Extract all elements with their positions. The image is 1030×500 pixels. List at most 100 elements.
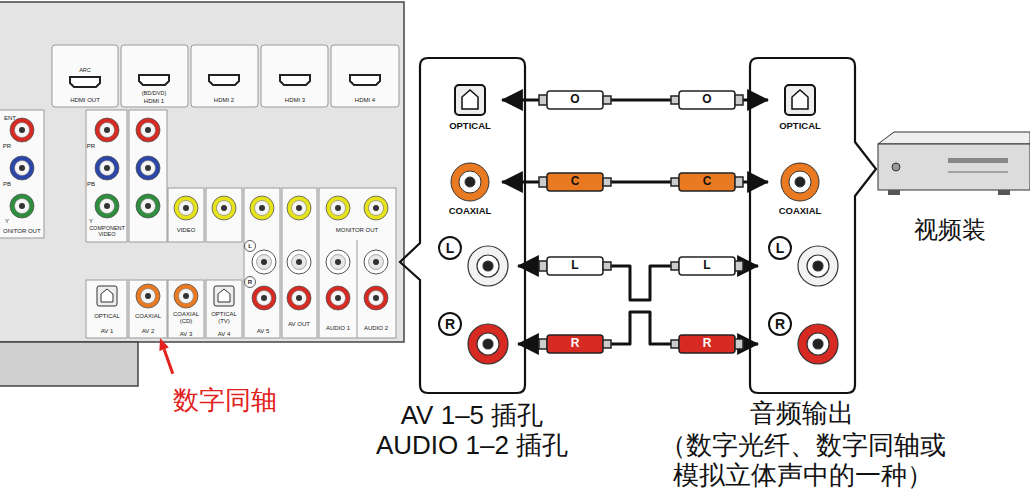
video-device: 视频装 xyxy=(878,132,1030,198)
power-button xyxy=(892,163,900,171)
jack-label: COAXIAL xyxy=(135,313,161,320)
rca-port xyxy=(468,246,508,286)
channel-marker xyxy=(245,277,256,288)
jack-panel: OPTICALCOAXIALLRAV 1–5 插孔 AUDIO 1–2 插孔 xyxy=(420,58,525,393)
port-label: HDMI 4 xyxy=(355,97,375,104)
plug-letter: L xyxy=(703,259,710,272)
rca-port xyxy=(813,339,823,349)
section-label: MONITOR OUT xyxy=(336,227,379,234)
device-trim xyxy=(948,172,1008,173)
jack-label: PB xyxy=(87,181,95,188)
jack-label: L xyxy=(776,241,785,255)
rca-port xyxy=(477,333,499,355)
section-label: AV 3 xyxy=(180,331,193,338)
channel-marker xyxy=(245,241,256,252)
optical-plugs xyxy=(539,91,743,109)
disc-slot xyxy=(948,158,1008,163)
rca-port xyxy=(483,339,493,349)
jack-panel: OPTICALCOAXIALLR音频输出（数字光纤、数字同轴或模拟立体声中的一种… xyxy=(750,58,855,393)
optical-jack: OPTICAL xyxy=(438,80,502,140)
left-channel-plugs xyxy=(539,257,743,275)
channel-marker xyxy=(769,313,791,335)
rca-port xyxy=(468,324,508,364)
rca-port xyxy=(807,333,829,355)
rca-port xyxy=(813,261,823,271)
port-label: HDMI 3 xyxy=(285,97,305,104)
rca-port xyxy=(483,261,493,271)
right-audio-jack: R xyxy=(758,308,848,372)
callout-arrowhead xyxy=(159,338,168,351)
jack-label: Y xyxy=(5,218,9,225)
coaxial-jack: COAXIAL xyxy=(438,160,502,222)
section-label: AUDIO 1 xyxy=(326,325,350,332)
jack-label: COAXIAL xyxy=(779,206,822,217)
plug-letter: C xyxy=(571,175,580,188)
coaxial-port xyxy=(789,171,811,193)
jack-label: R xyxy=(445,317,455,331)
jack-label: R xyxy=(775,317,785,331)
callout-text: 数字同轴 xyxy=(173,386,277,415)
section-divider xyxy=(357,240,358,338)
right-audio-jack-shape xyxy=(758,308,848,372)
jack-label: OPTICAL xyxy=(779,121,821,132)
section-label: AV 4 xyxy=(218,331,231,338)
coaxial-port xyxy=(465,177,475,187)
channel-marker xyxy=(439,313,461,335)
video-device-shape xyxy=(878,132,1030,198)
left-audio-jack: L xyxy=(428,234,518,294)
panel-outline xyxy=(750,58,876,393)
coaxial-port xyxy=(451,163,489,201)
section-label: AV 2 xyxy=(142,328,155,335)
port-label: (BD/DVD) xyxy=(142,90,166,96)
coaxial-port xyxy=(781,163,819,201)
device-foot xyxy=(888,190,900,195)
coaxial-jack: COAXIAL xyxy=(768,160,832,222)
device-top xyxy=(878,132,1030,144)
jack-label: OPTICAL xyxy=(449,121,491,132)
right-audio-jack: R xyxy=(428,308,518,372)
jack-label: PR xyxy=(87,143,95,150)
plug-letter: O xyxy=(570,93,579,106)
jack-label: PR xyxy=(3,143,11,150)
callout-arrow xyxy=(164,349,173,374)
rca-port xyxy=(798,246,838,286)
coaxial-plugs xyxy=(539,173,743,191)
device-label: 视频装 xyxy=(914,216,986,244)
jack-label: PB xyxy=(3,181,11,188)
section-label: AV 1 xyxy=(101,328,114,335)
section-label: AUDIO 2 xyxy=(364,325,388,332)
channel-marker xyxy=(769,237,791,259)
section-label: VIDEO xyxy=(177,227,196,234)
left-audio-jack-shape xyxy=(428,234,518,294)
jack-label: OPTICAL xyxy=(94,313,120,320)
section-label: ONITOR OUT xyxy=(3,228,41,235)
left-audio-jack: L xyxy=(758,234,848,294)
port-label: HDMI OUT xyxy=(70,97,100,104)
jack-label: OPTICAL (TV) xyxy=(209,311,239,324)
plug-letter: R xyxy=(703,337,712,350)
port-label: HDMI 2 xyxy=(214,97,234,104)
panel-outline xyxy=(400,58,525,393)
left-audio-jack-shape xyxy=(758,234,848,294)
jack-label: L xyxy=(446,241,455,255)
device-front xyxy=(878,144,1030,190)
plug-letter: C xyxy=(703,175,712,188)
channel-marker xyxy=(439,237,461,259)
plug-letter: O xyxy=(702,93,711,106)
optical-jack: OPTICAL xyxy=(768,80,832,140)
panel-heading: 音频输出 xyxy=(702,399,902,429)
coaxial-port xyxy=(795,177,805,187)
rca-jacks xyxy=(10,118,388,310)
rca-port xyxy=(798,324,838,364)
receiver-panel xyxy=(0,2,404,342)
right-channel-plugs xyxy=(539,335,743,353)
jack-label: COAXIAL xyxy=(449,206,492,217)
hdmi-ports xyxy=(70,75,380,87)
coaxial-port xyxy=(459,171,481,193)
channel-letter: L xyxy=(248,243,252,250)
rca-port xyxy=(807,255,829,277)
plug-letter: L xyxy=(571,259,578,272)
port-label: ARC xyxy=(79,67,91,73)
jack-label: COAXIAL (CD) xyxy=(171,311,201,324)
section-label: ENT xyxy=(4,115,16,122)
